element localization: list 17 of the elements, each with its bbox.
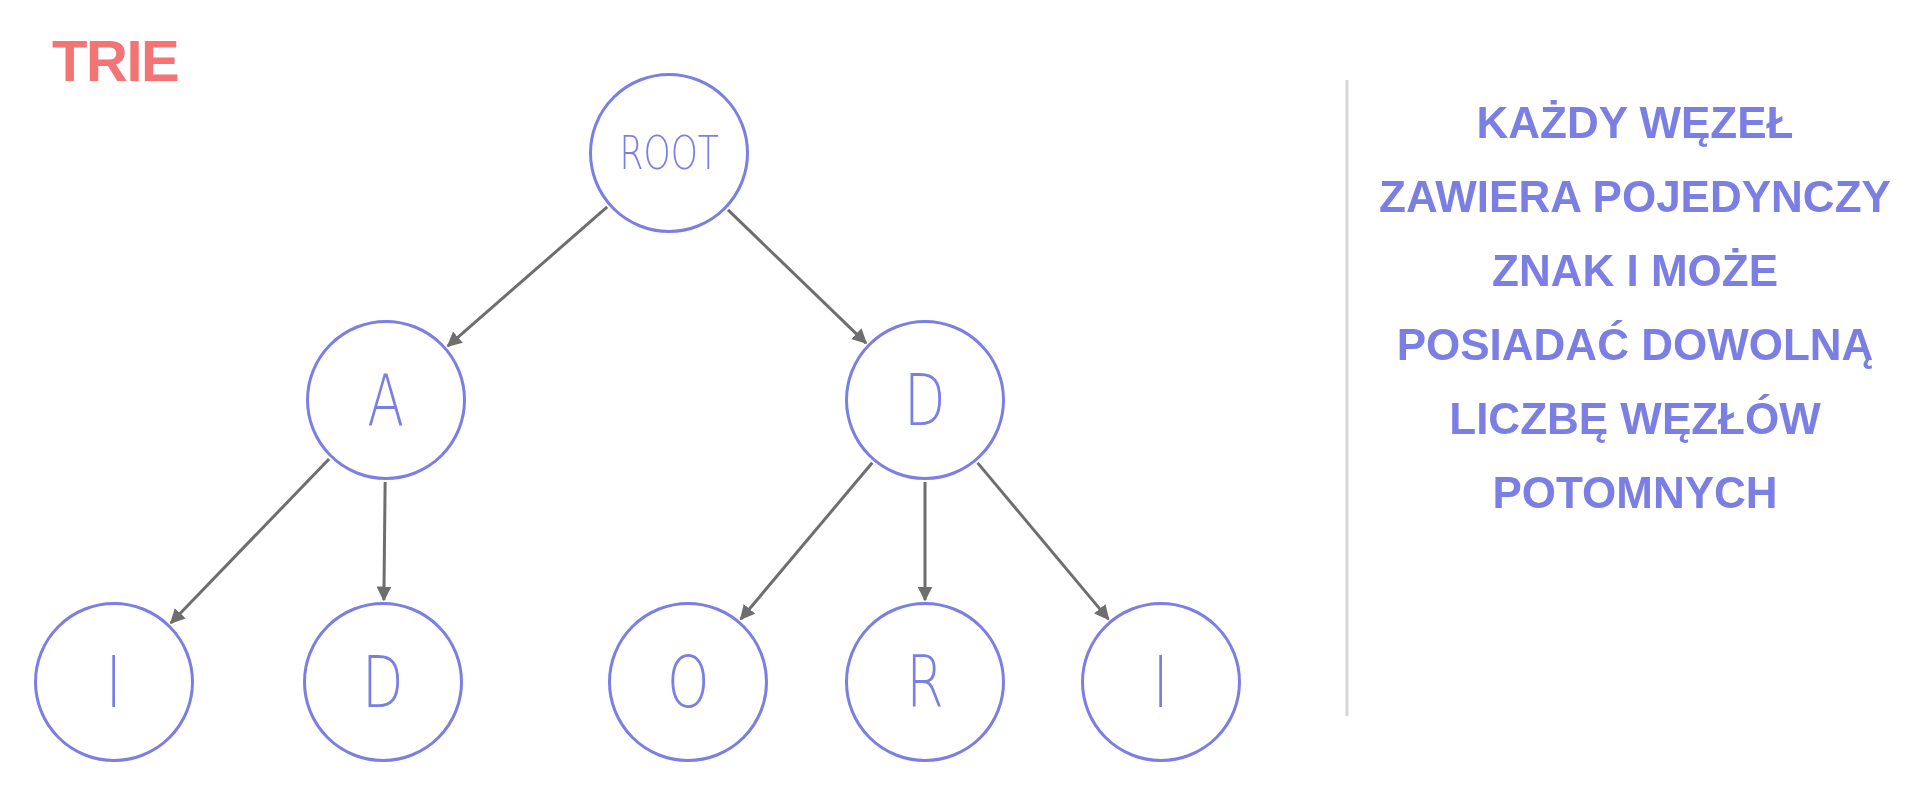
arrow: [446, 205, 609, 348]
arrow: [976, 461, 1110, 621]
node-label: D: [904, 364, 946, 436]
node-label: O: [666, 646, 710, 718]
title: TRIE: [52, 32, 179, 90]
description-text: KAŻDY WĘZEŁ ZAWIERA POJEDYNCZY ZNAK I MOŻE POSIADAĆ DOWOLNĄ LICZBĘ WĘZŁÓW POTOMNYCH: [1378, 97, 1892, 519]
node-label: I: [106, 646, 122, 718]
node-label: R: [906, 646, 944, 718]
arrow: [917, 482, 933, 602]
arrow: [376, 482, 392, 602]
arrow: [169, 457, 331, 625]
arrow: [739, 461, 874, 621]
node-label: ROOT: [619, 130, 719, 176]
node-label: A: [367, 364, 405, 436]
arrow: [726, 208, 868, 345]
node-label: I: [1153, 646, 1169, 718]
node-label: D: [362, 646, 404, 718]
